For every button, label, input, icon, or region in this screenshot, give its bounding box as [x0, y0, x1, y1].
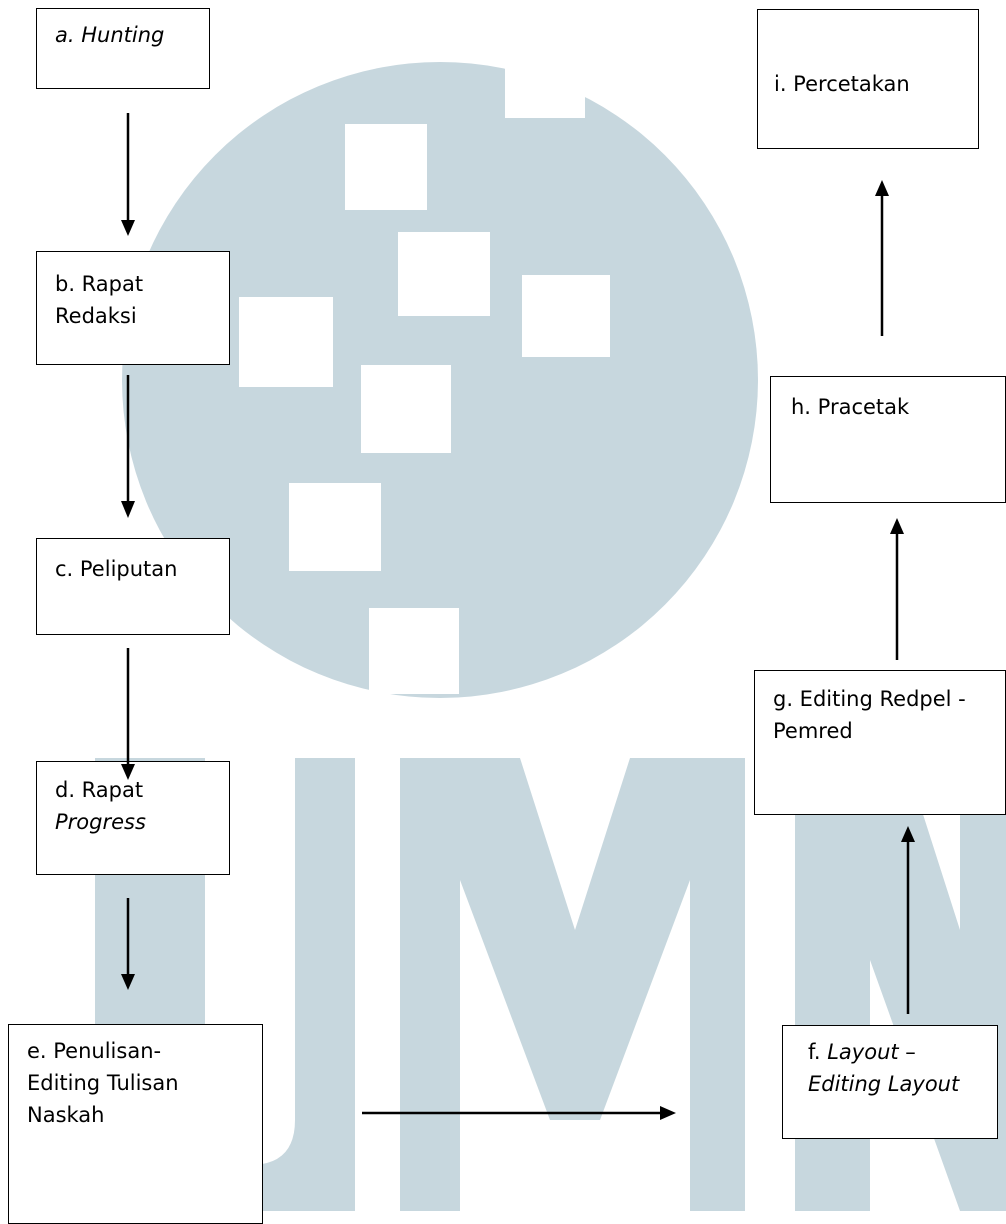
step-label: i. Percetakan	[774, 72, 910, 96]
step-peliputan-box: c. Peliputan	[36, 538, 230, 635]
step-label: b. Rapat	[55, 272, 144, 296]
step-label: a. Hunting	[55, 23, 165, 47]
logo-square	[239, 297, 333, 387]
step-layout-box: f. Layout – Editing Layout	[782, 1025, 998, 1139]
step-label: h. Pracetak	[791, 395, 910, 419]
logo-square	[522, 275, 610, 357]
arrow-down	[121, 375, 135, 518]
logo-square	[398, 232, 490, 316]
step-rapat-progress-box: d. Rapat Progress	[36, 761, 230, 875]
step-rapat-redaksi-box: b. Rapat Redaksi	[36, 251, 230, 365]
step-label: g. Editing Redpel -	[773, 687, 966, 711]
step-label: Editing Tulisan	[27, 1071, 179, 1095]
step-label: Progress	[55, 810, 146, 834]
arrow-down	[121, 898, 135, 990]
step-percetakan-box: i. Percetakan	[757, 9, 979, 149]
arrow-up	[901, 826, 915, 1014]
arrow-up	[890, 518, 904, 660]
logo-square	[361, 365, 451, 453]
step-label: e. Penulisan-	[27, 1039, 162, 1063]
step-hunting-box: a. Hunting	[36, 8, 210, 89]
step-label: c. Peliputan	[55, 557, 178, 581]
step-label: d. Rapat	[55, 778, 144, 802]
step-label: Editing Layout	[808, 1072, 960, 1096]
step-label: f. Layout –	[808, 1040, 916, 1064]
step-penulisan-box: e. Penulisan- Editing Tulisan Naskah	[8, 1024, 263, 1224]
step-label: Naskah	[27, 1103, 105, 1127]
logo-letter-m	[400, 758, 745, 1211]
logo-square	[289, 483, 381, 571]
step-label: Redaksi	[55, 304, 137, 328]
arrow-right	[362, 1106, 676, 1120]
logo-square	[369, 608, 459, 694]
step-pracetak-box: h. Pracetak	[770, 376, 1006, 503]
step-editing-redpel-box: g. Editing Redpel - Pemred	[754, 670, 1006, 815]
logo-square	[345, 124, 427, 210]
arrow-up	[875, 180, 889, 336]
logo-square	[505, 42, 585, 118]
step-label: Pemred	[773, 719, 853, 743]
arrow-down	[121, 113, 135, 236]
arrow-down	[121, 648, 135, 780]
